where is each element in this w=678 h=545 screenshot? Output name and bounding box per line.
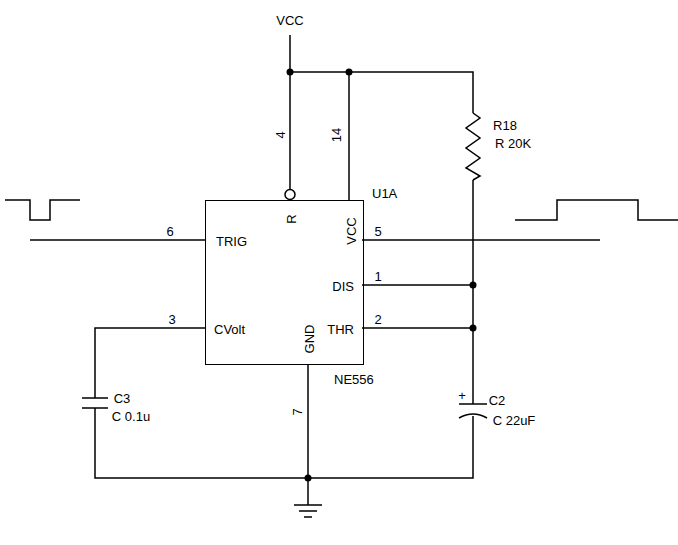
pin-number: 1 <box>374 270 381 283</box>
ic-body: TRIGRVCCDISTHRCVoltGNDU1ANE556 <box>205 200 364 365</box>
capacitor-value: C 0.1u <box>112 410 150 423</box>
trigger-wire <box>30 239 205 241</box>
dis-pin-label: DIS <box>332 280 354 293</box>
discharge-wire <box>362 284 473 286</box>
pin-number: 6 <box>166 225 173 238</box>
vcc-pin-wire <box>348 72 350 200</box>
resistor-value: R 20K <box>495 137 531 150</box>
resistor-name: R18 <box>493 119 517 132</box>
junction-dot <box>470 282 477 289</box>
ground-symbol <box>294 505 322 517</box>
capacitor-value: C 22uF <box>493 414 536 427</box>
capacitor-symbol <box>82 398 108 408</box>
junction-dot <box>346 69 353 76</box>
output-pulse <box>515 200 678 220</box>
threshold-wire <box>362 327 473 329</box>
inversion-bubble <box>285 190 295 200</box>
pin-number: 5 <box>374 225 381 238</box>
vcc-pin-label: VCC <box>345 217 358 244</box>
output-wire <box>362 239 600 241</box>
junction-dot <box>305 475 312 482</box>
cvolt-pin-label: CVolt <box>214 323 245 336</box>
pin-number: 3 <box>168 313 175 326</box>
ground-pin-wire <box>307 365 309 505</box>
junction-dot <box>287 69 294 76</box>
timing-node-wire <box>472 180 474 404</box>
reset-pin-label: R <box>285 214 298 223</box>
capacitor-name: C2 <box>489 394 506 407</box>
capacitor-curved-plate <box>459 414 487 418</box>
junction-dot <box>470 325 477 332</box>
capacitor-name: C3 <box>114 392 131 405</box>
pin-number: 14 <box>330 128 343 142</box>
input-pulse <box>5 200 80 220</box>
part-designator: U1A <box>372 187 397 200</box>
reset-wire <box>289 35 291 189</box>
vcc-rail <box>290 72 473 113</box>
polarity-mark: + <box>458 389 466 402</box>
control-wire <box>95 328 205 398</box>
resistor-symbol <box>466 113 480 180</box>
part-number: NE556 <box>334 373 374 386</box>
supply-label: VCC <box>276 14 303 27</box>
ground-rail <box>95 408 473 478</box>
pin-number: 2 <box>374 313 381 326</box>
pin-number: 7 <box>291 408 304 415</box>
trig-pin-label: TRIG <box>216 235 247 248</box>
gnd-pin-label: GND <box>303 325 316 354</box>
thr-pin-label: THR <box>327 323 354 336</box>
pin-number: 4 <box>274 131 287 138</box>
capacitor-plate <box>459 403 487 405</box>
